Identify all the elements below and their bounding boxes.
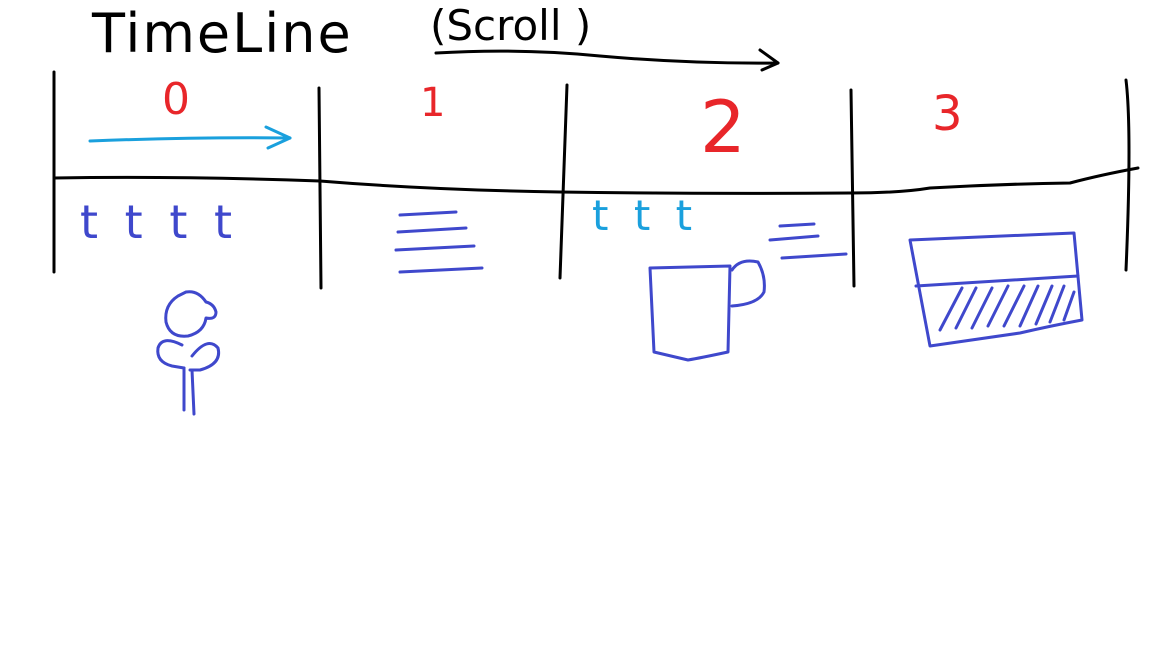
scroll-arrow-icon: [434, 48, 780, 72]
divider-4: [1124, 78, 1131, 272]
timeline-track: [52, 166, 1140, 195]
text-lines-icon[interactable]: [394, 210, 484, 274]
divider-3: [849, 88, 856, 288]
segment-dividers: [52, 70, 1131, 290]
page-title: TimeLine: [91, 2, 353, 65]
flower-icon[interactable]: [156, 290, 221, 416]
divider-2: [558, 83, 569, 280]
scroll-label: (Scroll ): [430, 1, 591, 50]
divider-1: [317, 86, 323, 290]
small-text-lines-icon[interactable]: [768, 222, 848, 260]
segment-letters-2[interactable]: t t t: [592, 191, 698, 240]
segment-number-1[interactable]: 1: [420, 80, 445, 126]
segment-number-3[interactable]: 3: [932, 86, 963, 142]
segment-letters-0[interactable]: t t t t: [80, 195, 238, 249]
segment-number-0[interactable]: 0: [162, 74, 190, 125]
playhead-arrow-icon[interactable]: [88, 125, 292, 150]
image-icon[interactable]: [908, 231, 1084, 348]
cup-icon[interactable]: [648, 259, 766, 362]
segment-number-2[interactable]: 2: [700, 85, 746, 169]
